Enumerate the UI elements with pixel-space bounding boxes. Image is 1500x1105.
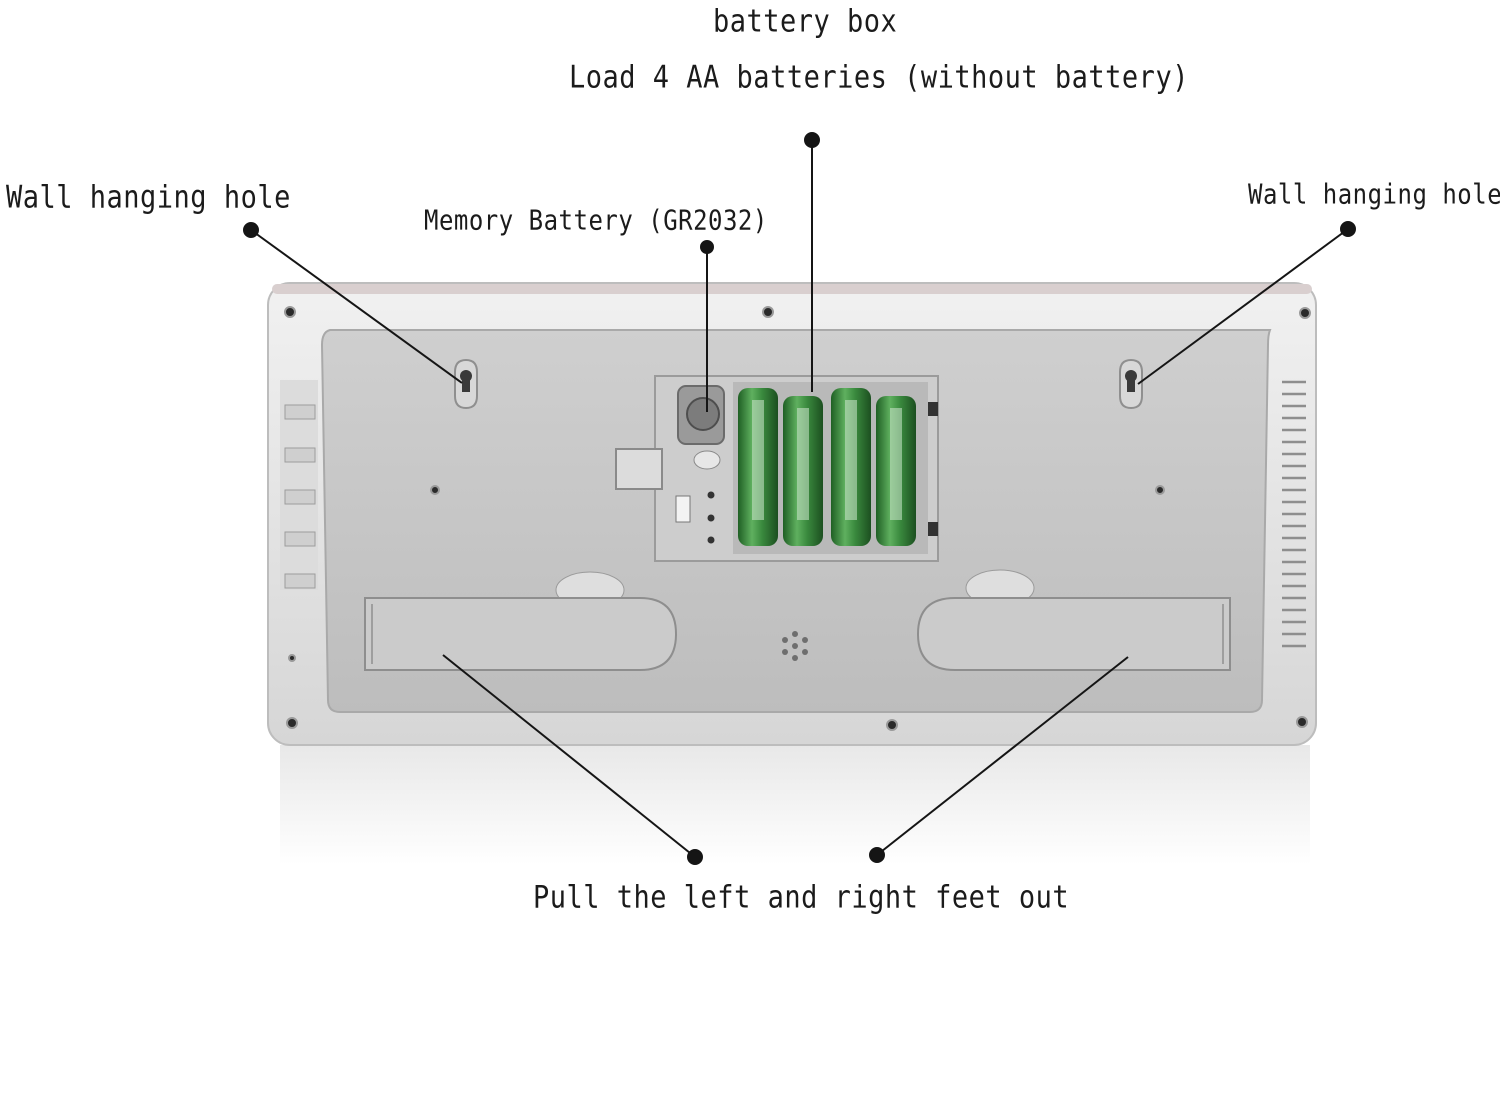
wall-hole-left-keyhole <box>454 358 478 410</box>
leader-lines <box>243 132 1356 865</box>
floor-reflection <box>280 745 1310 865</box>
screws <box>284 306 1311 731</box>
wall-hole-right-label: Wall hanging hole <box>1248 178 1500 211</box>
feet-label: Pull the left and right feet out <box>533 880 1070 916</box>
memory-battery-label: Memory Battery (GR2032) <box>424 204 768 237</box>
foot-left <box>364 571 678 671</box>
side-buttons <box>280 380 318 590</box>
battery-box-title: battery box <box>713 4 898 40</box>
side-vent <box>1282 380 1306 648</box>
wall-hole-left-label: Wall hanging hole <box>6 180 291 216</box>
foot-right <box>916 569 1231 671</box>
battery-compartment <box>615 375 939 562</box>
aa-batteries <box>738 388 916 546</box>
wall-hole-right-keyhole <box>1119 358 1143 410</box>
speaker-holes <box>782 631 808 661</box>
battery-box-detail: Load 4 AA batteries (without battery) <box>569 60 1189 96</box>
case-top-edge <box>272 284 1312 294</box>
